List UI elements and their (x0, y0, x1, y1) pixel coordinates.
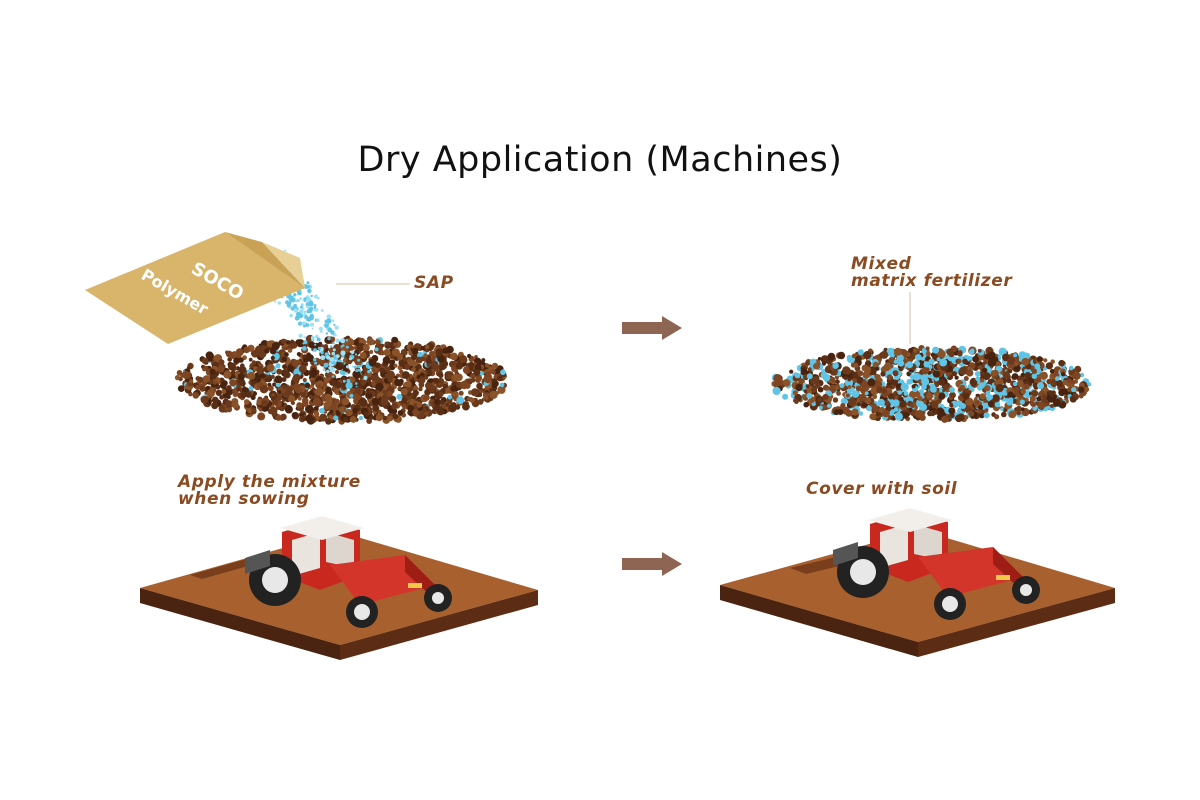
label-sap: SAP (414, 273, 454, 293)
fertilizer-mix-icon (771, 292, 1092, 423)
right-arrow-icon (622, 552, 682, 576)
tractor-left (245, 516, 452, 628)
label-mixed-fertilizer: Mixed matrix fertilizer (851, 254, 1013, 291)
polymer-bag: SOCO Polymer (85, 232, 305, 344)
tractor-covering-icon (720, 508, 1115, 657)
soil-block-left (140, 532, 538, 660)
tractor-sowing-icon (140, 516, 538, 660)
page-title: Dry Application (Machines) (357, 140, 843, 180)
sap-stream (254, 249, 371, 385)
fertilizer-pile-left (174, 334, 507, 425)
right-arrow-icon (622, 316, 682, 340)
label-cover-with-soil: Cover with soil (806, 479, 958, 499)
bag-pouring-icon: SOCO Polymer (85, 232, 507, 425)
tractor-right (833, 508, 1040, 620)
mixed-fertilizer-pile (771, 345, 1092, 423)
label-apply-mixture: Apply the mixture when sowing (178, 472, 361, 509)
